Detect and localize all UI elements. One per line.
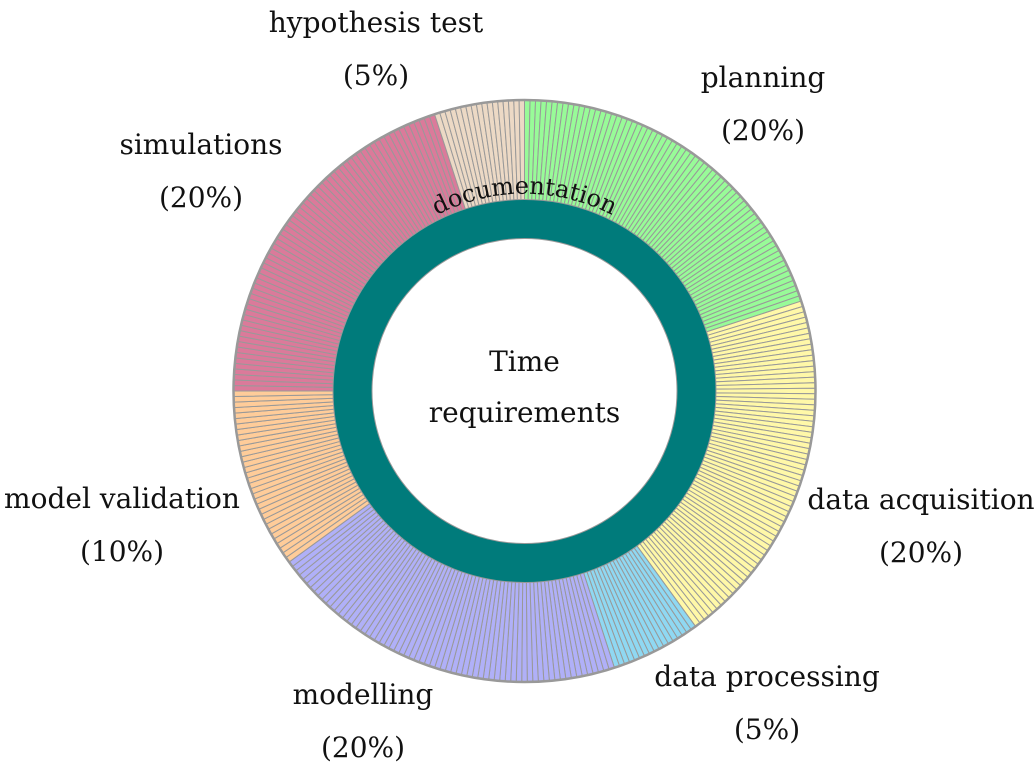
slice-planning bbox=[524, 99, 802, 333]
center-label-line-2: requirements bbox=[429, 396, 621, 429]
center-label-line-1: Time bbox=[489, 345, 560, 378]
slice-percent-model-validation: (10%) bbox=[80, 535, 164, 568]
slice-percent-data-processing: (5%) bbox=[734, 713, 800, 746]
slice-percent-data-acquisition: (20%) bbox=[879, 536, 963, 569]
slice-label-hypothesis-test: hypothesis test bbox=[269, 6, 484, 39]
documentation-ring bbox=[333, 200, 716, 582]
slice-percent-hypothesis-test: (5%) bbox=[343, 59, 409, 92]
slice-label-planning: planning bbox=[701, 61, 826, 94]
slice-label-data-processing: data processing bbox=[654, 660, 880, 693]
slice-label-modelling: modelling bbox=[293, 678, 434, 711]
slice-label-simulations: simulations bbox=[119, 128, 282, 161]
slice-percent-simulations: (20%) bbox=[159, 181, 243, 214]
slice-simulations bbox=[232, 113, 467, 392]
inner-hole-outline bbox=[370, 237, 679, 545]
slice-label-data-acquisition: data acquisition bbox=[807, 483, 1034, 516]
slice-percent-planning: (20%) bbox=[721, 114, 805, 147]
outer-outline bbox=[232, 98, 817, 684]
labels-layer: planning (20%) data acquisition (20%) data p… bbox=[4, 6, 1035, 764]
slice-percent-modelling: (20%) bbox=[321, 731, 405, 764]
slice-label-model-validation: model validation bbox=[4, 482, 240, 515]
